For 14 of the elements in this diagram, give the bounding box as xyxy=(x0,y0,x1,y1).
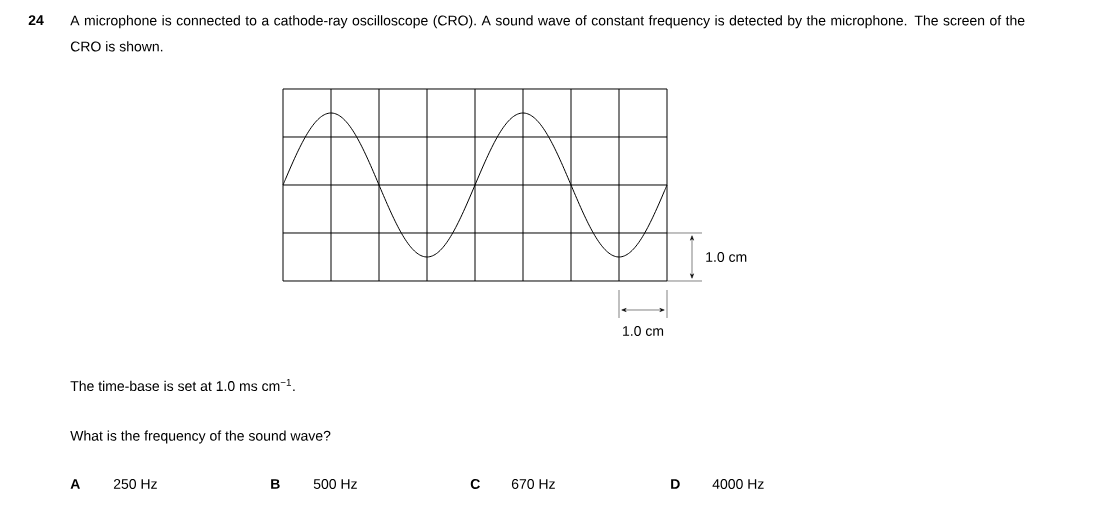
option-letter: B xyxy=(271,479,280,489)
option-text: 250 Hz xyxy=(113,479,157,489)
question-text: What is the frequency of the sound wave? xyxy=(70,430,331,444)
option-letter: D xyxy=(671,479,680,489)
option-letter: A xyxy=(70,479,80,489)
question-text: A microphone is connected to a cathode-ray oscilloscope (CRO). A sound wave of constant frequency is detected by the microphone. The screen of the CRO is shown. xyxy=(70,15,1025,52)
option-text: 4000 Hz xyxy=(712,479,764,489)
option-text: 670 Hz xyxy=(511,479,555,489)
question-number: 24 xyxy=(28,15,44,25)
dimension-label: 1.0 cm xyxy=(623,326,664,336)
instruction-text: The time-base is set at 1.0 ms cm$^{−1}$. xyxy=(70,378,295,392)
option-text: 500 Hz xyxy=(313,479,357,489)
dimension-label: 1.0 cm xyxy=(706,252,747,262)
option-letter: C xyxy=(470,479,480,489)
